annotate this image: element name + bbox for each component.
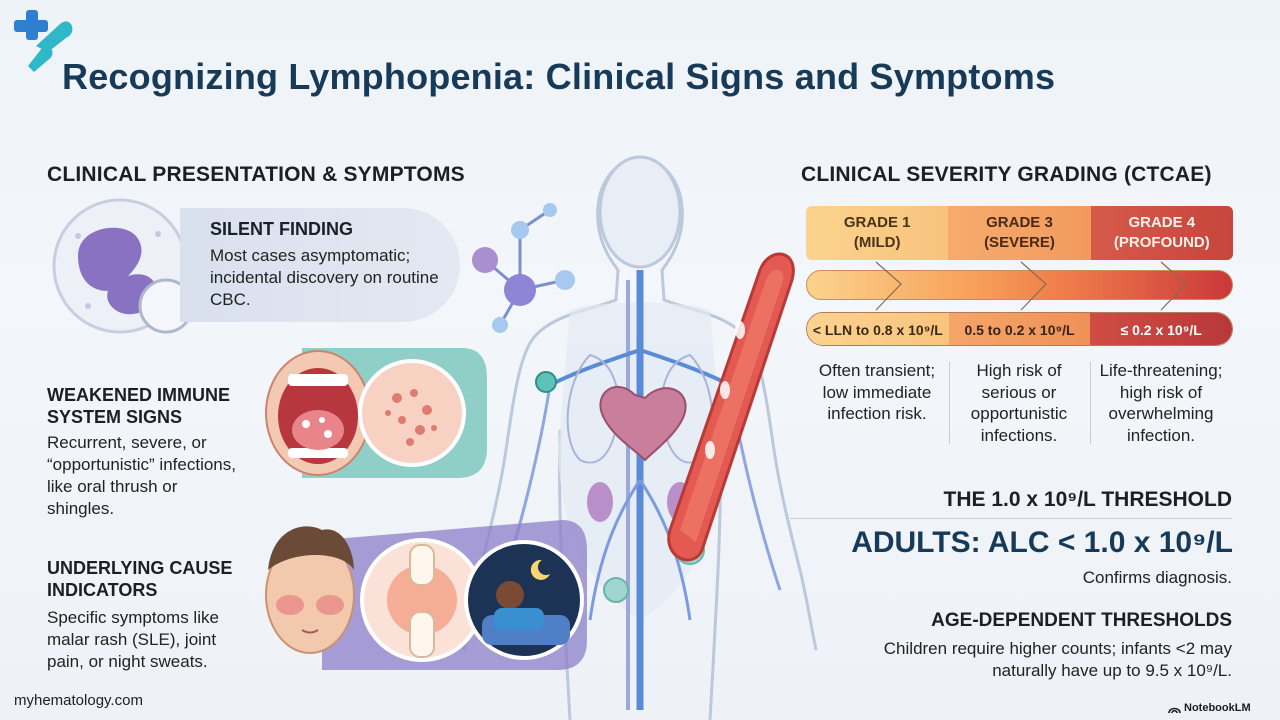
adults-threshold: ADULTS: ALC < 1.0 x 10⁹/L <box>851 526 1233 559</box>
grade-range-bar: < LLN to 0.8 x 10⁹/L 0.5 to 0.2 x 10⁹/L … <box>806 312 1233 346</box>
grade-3-sublabel: (SEVERE) <box>984 234 1055 251</box>
grade-4-header: GRADE 4 (PROFOUND) <box>1090 206 1233 260</box>
immune-signs-title-line2: SYSTEM SIGNS <box>47 407 183 427</box>
grade-1-label: GRADE 1 <box>843 214 911 231</box>
logo-icon <box>14 10 73 72</box>
grade-3-description: High risk of serious or opportunistic in… <box>970 361 1068 445</box>
grade-1-sublabel: (MILD) <box>853 234 901 251</box>
silent-finding-title: SILENT FINDING <box>210 219 353 239</box>
silent-finding-panel <box>180 208 460 322</box>
grade-divider-1 <box>949 362 950 444</box>
grade-1-range: < LLN to 0.8 x 10⁹/L <box>807 313 949 345</box>
cause-indicators-title-line2: INDICATORS <box>47 580 158 600</box>
body-anatomy-illustration <box>462 155 818 720</box>
source-footer: myhematology.com <box>14 692 143 709</box>
page-title: Recognizing Lymphopenia: Clinical Signs … <box>62 56 1056 97</box>
threshold-heading: THE 1.0 x 10⁹/L THRESHOLD <box>943 488 1232 511</box>
grade-header-bar: GRADE 1 (MILD) GRADE 3 (SEVERE) GRADE 4 … <box>806 206 1233 260</box>
brand-footer: NotebookLM <box>1184 702 1251 714</box>
grade-divider-2 <box>1090 362 1091 444</box>
grade-4-description: Life-threatening; high risk of overwhelm… <box>1099 361 1223 445</box>
grade-4-label: GRADE 4 <box>1128 214 1196 231</box>
grade-4-range: ≤ 0.2 x 10⁹/L <box>1090 313 1232 345</box>
silent-finding-text: Most cases asymptomatic; incidental disc… <box>210 246 439 309</box>
cause-symptoms-illustration <box>265 520 587 670</box>
left-section-heading: CLINICAL PRESENTATION & SYMPTOMS <box>47 163 465 186</box>
cause-indicators-text: Specific symptoms like malar rash (SLE),… <box>47 608 219 671</box>
age-thresholds-text: Children require higher counts; infants … <box>883 639 1232 680</box>
threshold-divider <box>790 518 1232 519</box>
severity-gradient-bar <box>806 270 1233 300</box>
right-section-heading: CLINICAL SEVERITY GRADING (CTCAE) <box>801 163 1212 186</box>
cause-indicators-title: UNDERLYING CAUSE INDICATORS <box>47 557 232 601</box>
grade-1-description: Often transient; low immediate infection… <box>818 361 936 423</box>
age-thresholds-heading: AGE-DEPENDENT THRESHOLDS <box>931 610 1232 631</box>
grade-1-header: GRADE 1 (MILD) <box>806 206 949 260</box>
immune-signs-title-line1: WEAKENED IMMUNE <box>47 385 230 405</box>
notebooklm-logo-icon <box>1168 707 1181 714</box>
grade-4-sublabel: (PROFOUND) <box>1113 234 1210 251</box>
cause-indicators-title-line1: UNDERLYING CAUSE <box>47 558 233 578</box>
lymphocyte-cell-icon <box>52 198 194 334</box>
grade-3-range: 0.5 to 0.2 x 10⁹/L <box>948 313 1091 345</box>
immune-signs-text: Recurrent, severe, or “opportunistic” in… <box>47 433 236 518</box>
immune-signs-title: WEAKENED IMMUNE SYSTEM SIGNS <box>47 384 230 428</box>
grade-3-header: GRADE 3 (SEVERE) <box>948 206 1091 260</box>
grade-connector-lines <box>875 261 1187 311</box>
oral-thrush-shingles-illustration <box>265 348 487 478</box>
confirms-diagnosis-text: Confirms diagnosis. <box>1082 568 1232 587</box>
grade-3-label: GRADE 3 <box>986 214 1053 231</box>
